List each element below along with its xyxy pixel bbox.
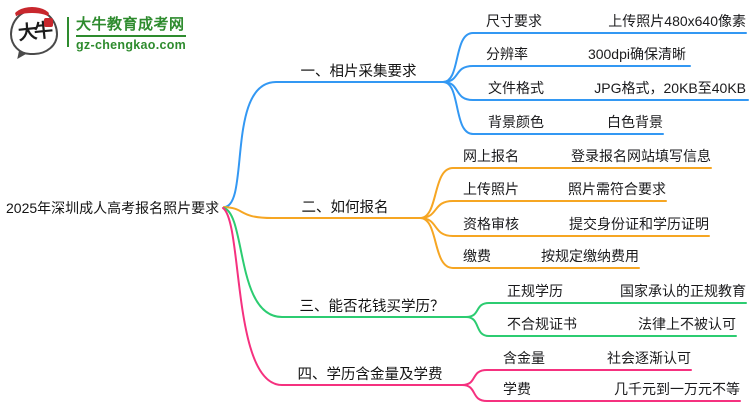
leaf-label: 正规学历 (507, 283, 563, 299)
edge-root-branch1 (223, 81, 444, 208)
leaf-label: 文件格式 (488, 80, 544, 96)
edge-root-branch3 (223, 207, 467, 318)
edge-root-branch2 (223, 206, 421, 219)
leaf-value: 国家承认的正规教育 (620, 283, 746, 299)
edge-branch4-row2 (461, 384, 741, 402)
edges-branch-3 (223, 207, 747, 337)
branch-node-1: 一、相片采集要求 (300, 64, 417, 80)
leaf-value: 社会逐渐认可 (607, 350, 691, 366)
edge-branch3-row2 (465, 316, 737, 337)
leaf-label: 含金量 (503, 350, 545, 366)
leaf-node: 学费 几千元到一万元不等 (503, 379, 740, 399)
edge-branch1-row4 (442, 81, 664, 135)
leaf-value: 按规定缴纳费用 (541, 248, 639, 264)
logo-text-block: 大牛教育成考网 gz-chengkao.com (76, 13, 187, 52)
leaf-node: 分辨率 300dpi确保清晰 (486, 44, 686, 64)
edge-root-branch4 (222, 207, 463, 386)
root-node: 2025年深圳成人高考报名照片要求 (6, 200, 220, 216)
edge-branch1-row2 (442, 65, 691, 83)
leaf-value: 上传照片480x640像素 (608, 13, 746, 29)
leaf-value: 照片需符合要求 (568, 181, 666, 197)
leaf-node: 资格审核 提交身份证和学历证明 (463, 214, 709, 234)
branch-node-2: 二、如何报名 (301, 200, 389, 216)
logo-red-seal (44, 18, 53, 27)
leaf-label: 网上报名 (463, 148, 519, 164)
edge-branch1-row1 (442, 32, 747, 83)
site-logo: 大牛 大牛教育成考网 gz-chengkao.com (10, 7, 187, 61)
leaf-node: 含金量 社会逐渐认可 (503, 348, 691, 368)
leaf-label: 学费 (503, 381, 531, 397)
logo-bull-speech-bubble-icon: 大牛 (10, 7, 58, 61)
leaf-node: 上传照片 照片需符合要求 (463, 179, 666, 199)
leaf-label: 缴费 (463, 248, 491, 264)
edges-branch-2 (223, 167, 712, 269)
edges-branch-1 (223, 32, 749, 208)
branch-node-4: 四、学历含金量及学费 (297, 367, 443, 383)
leaf-node: 背景颜色 白色背景 (488, 112, 663, 132)
leaf-value: 提交身份证和学历证明 (569, 216, 709, 232)
edge-branch2-row1 (419, 167, 712, 219)
leaf-label: 背景颜色 (488, 114, 544, 130)
logo-red-arc (13, 7, 51, 29)
leaf-value: 几千元到一万元不等 (614, 381, 740, 397)
logo-site-name: 大牛教育成考网 (76, 15, 185, 33)
leaf-node: 缴费 按规定缴纳费用 (463, 246, 639, 266)
leaf-value: 法律上不被认可 (638, 316, 736, 332)
leaf-label: 上传照片 (463, 181, 519, 197)
logo-horizontal-rule (76, 34, 187, 37)
edge-branch3-row1 (465, 302, 747, 318)
leaf-label: 分辨率 (486, 46, 528, 62)
logo-bubble-tail (17, 51, 28, 61)
leaf-label: 不合规证书 (507, 316, 577, 332)
leaf-node: 尺寸要求 上传照片480x640像素 (486, 11, 746, 31)
leaf-value: 300dpi确保清晰 (587, 46, 686, 62)
edge-branch2-row4 (419, 217, 640, 269)
logo-site-domain: gz-chengkao.com (76, 37, 187, 52)
leaf-label: 尺寸要求 (486, 13, 542, 29)
leaf-node: 正规学历 国家承认的正规教育 (507, 281, 746, 301)
leaf-value: 登录报名网站填写信息 (571, 148, 711, 164)
edges-branch-4 (222, 207, 741, 402)
leaf-node: 文件格式 JPG格式，20KB至40KB (488, 78, 746, 98)
branch-node-3: 三、能否花钱买学历？ (299, 299, 445, 315)
leaf-node: 网上报名 登录报名网站填写信息 (463, 146, 711, 166)
leaf-value: 白色背景 (607, 114, 663, 130)
logo-divider (67, 17, 69, 47)
leaf-node: 不合规证书 法律上不被认可 (507, 314, 736, 334)
leaf-label: 资格审核 (463, 216, 519, 232)
leaf-value: JPG格式，20KB至40KB (594, 80, 746, 96)
edge-branch2-row2 (419, 200, 667, 219)
